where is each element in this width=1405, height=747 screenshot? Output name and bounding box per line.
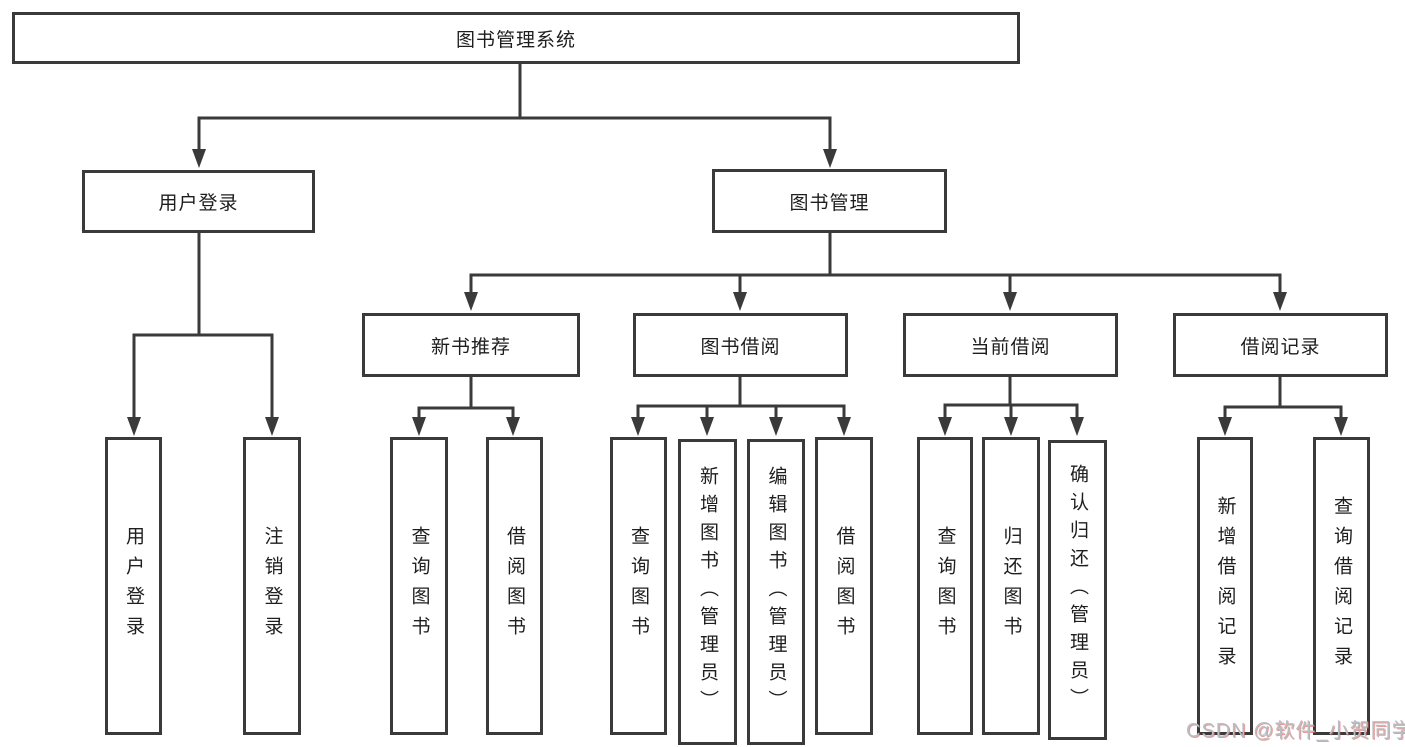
leaf-label: 查询图书	[628, 526, 649, 646]
node-book-management: 图书管理	[712, 169, 947, 233]
node-book-borrow: 图书借阅	[633, 313, 848, 377]
leaf-return-books: 归还图书	[982, 437, 1040, 735]
leaf-label: 编辑图书（管理员）	[765, 466, 787, 718]
node-user-login: 用户登录	[82, 170, 315, 233]
leaf-query-borrow-record: 查询借阅记录	[1313, 437, 1370, 735]
leaf-label: 查询图书	[934, 526, 956, 646]
leaf-label: 确认归还（管理员）	[1067, 464, 1088, 716]
leaf-label: 借阅图书	[833, 526, 855, 646]
leaf-borrow-books-recommend: 借阅图书	[486, 437, 543, 735]
leaf-label: 借阅图书	[504, 526, 525, 646]
node-root-system: 图书管理系统	[12, 12, 1020, 64]
leaf-label: 用户登录	[123, 526, 144, 646]
leaf-label: 查询图书	[408, 526, 430, 646]
node-borrow-records: 借阅记录	[1173, 313, 1388, 377]
csdn-watermark: CSDN @软件_小贺同学	[1186, 720, 1405, 742]
leaf-add-borrow-record: 新增借阅记录	[1197, 437, 1253, 735]
leaf-label: 查询借阅记录	[1331, 496, 1352, 676]
leaf-edit-books-admin: 编辑图书（管理员）	[747, 439, 805, 745]
node-current-borrow: 当前借阅	[903, 313, 1118, 377]
leaf-query-books-current: 查询图书	[917, 437, 973, 735]
leaf-user-login: 用户登录	[105, 437, 162, 735]
leaf-label: 注销登录	[261, 526, 283, 646]
leaf-borrow-books: 借阅图书	[815, 437, 873, 735]
leaf-add-books-admin: 新增图书（管理员）	[678, 439, 737, 745]
leaf-query-books-recommend: 查询图书	[390, 437, 448, 735]
leaf-confirm-return-admin: 确认归还（管理员）	[1048, 440, 1107, 740]
leaf-label: 新增借阅记录	[1214, 496, 1236, 676]
leaf-label: 归还图书	[1000, 526, 1022, 646]
leaf-label: 新增图书（管理员）	[697, 466, 718, 718]
node-new-book-recommend: 新书推荐	[362, 313, 580, 377]
leaf-query-books-borrow: 查询图书	[610, 437, 667, 735]
leaf-logout: 注销登录	[243, 437, 301, 735]
